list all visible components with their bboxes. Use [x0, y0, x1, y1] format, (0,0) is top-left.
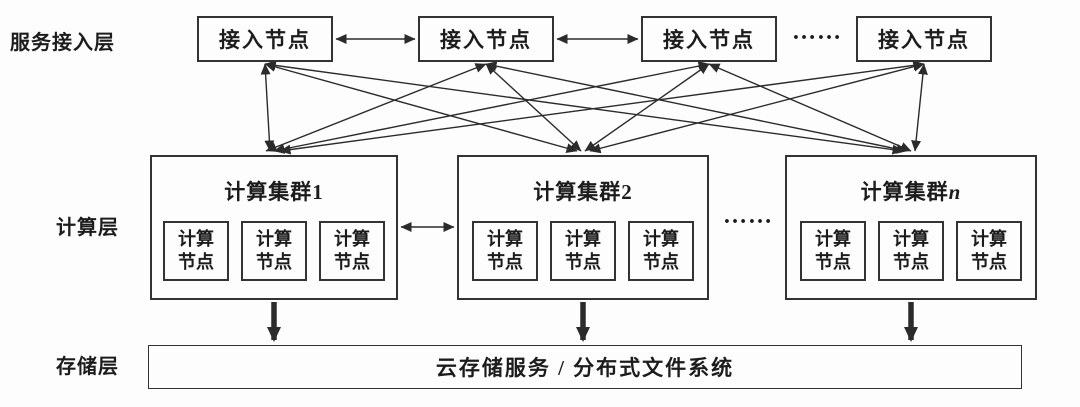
cluster-title-suffix: 1 — [312, 180, 324, 204]
cluster-to-storage-arrows — [267, 302, 918, 342]
cluster-title: 计算集群n — [861, 179, 962, 205]
compute-node: 计算 节点 — [163, 221, 229, 281]
access-node-label: 接入节点 — [663, 28, 755, 52]
storage-box-label: 云存储服务 / 分布式文件系统 — [435, 356, 735, 380]
cluster-title: 计算集群1 — [224, 179, 324, 205]
compute-node: 计算 节点 — [800, 221, 866, 281]
compute-cluster-n: 计算集群n 计算 节点 计算 节点 计算 节点 — [785, 155, 1037, 300]
cluster-title-base: 计算集群 — [533, 180, 622, 204]
compute-node-row: 计算 节点 计算 节点 计算 节点 — [800, 221, 1022, 281]
cluster-title-suffix: 2 — [621, 180, 633, 204]
access-node-4: 接入节点 — [856, 16, 992, 62]
compute-cluster-1: 计算集群1 计算 节点 计算 节点 计算 节点 — [150, 155, 398, 300]
access-node-2: 接入节点 — [418, 16, 554, 62]
layer-label-access: 服务接入层 — [10, 32, 115, 54]
compute-cluster-2: 计算集群2 计算 节点 计算 节点 计算 节点 — [457, 155, 709, 300]
compute-node: 计算 节点 — [319, 221, 385, 281]
cluster-title-base: 计算集群 — [224, 180, 313, 204]
compute-node: 计算 节点 — [956, 221, 1022, 281]
storage-layer-box: 云存储服务 / 分布式文件系统 — [148, 345, 1022, 389]
compute-node: 计算 节点 — [472, 221, 538, 281]
access-node-label: 接入节点 — [440, 28, 532, 52]
compute-node-row: 计算 节点 计算 节点 计算 节点 — [472, 221, 694, 281]
cluster-row-ellipsis: …… — [723, 203, 773, 229]
cluster-title: 计算集群2 — [533, 179, 633, 205]
compute-node: 计算 节点 — [628, 221, 694, 281]
access-node-1: 接入节点 — [197, 16, 333, 62]
layer-label-storage: 存储层 — [56, 356, 119, 378]
cluster-title-base: 计算集群 — [860, 180, 949, 204]
access-node-label: 接入节点 — [219, 28, 311, 52]
cluster-title-suffix: n — [948, 180, 962, 204]
compute-node: 计算 节点 — [241, 221, 307, 281]
layer-label-compute: 计算层 — [56, 217, 119, 239]
access-node-3: 接入节点 — [641, 16, 777, 62]
compute-node: 计算 节点 — [550, 221, 616, 281]
access-row-ellipsis: …… — [792, 19, 842, 45]
compute-node: 计算 节点 — [878, 221, 944, 281]
access-to-cluster-mesh — [260, 60, 928, 155]
access-node-label: 接入节点 — [878, 28, 970, 52]
compute-node-row: 计算 节点 计算 节点 计算 节点 — [163, 221, 385, 281]
